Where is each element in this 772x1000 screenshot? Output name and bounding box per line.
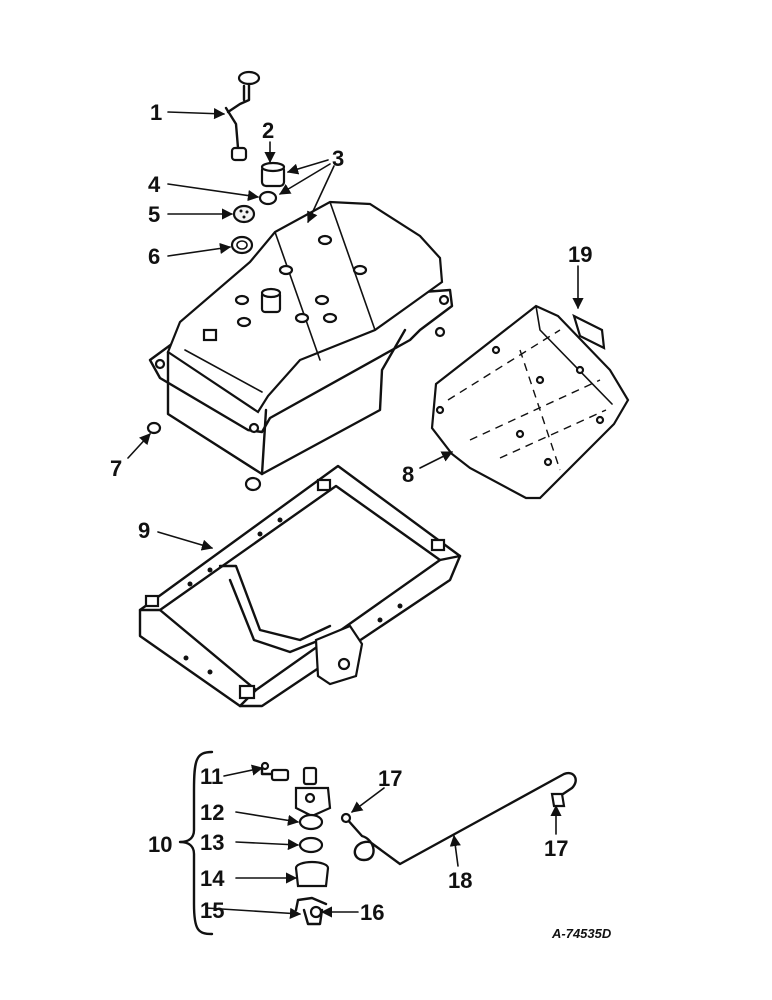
heat-shield <box>430 304 630 500</box>
elbow-fitting <box>260 761 290 782</box>
label-2: 2 <box>262 118 274 143</box>
label-9: 9 <box>138 518 150 543</box>
label-17-right: 17 <box>544 836 568 861</box>
label-14: 14 <box>200 866 225 891</box>
label-11: 11 <box>200 764 223 789</box>
label-15: 15 <box>200 898 224 923</box>
label-5: 5 <box>148 202 160 227</box>
label-7: 7 <box>110 456 122 481</box>
label-1: 1 <box>150 100 162 125</box>
label-4: 4 <box>148 172 161 197</box>
cap-gasket <box>258 190 278 206</box>
o-ring <box>298 836 324 854</box>
tank-support-frame <box>138 464 462 708</box>
sediment-bowl <box>294 860 330 888</box>
group-brace <box>178 750 214 936</box>
label-16: 16 <box>360 900 384 925</box>
label-17-left: 17 <box>378 766 402 791</box>
filter-body <box>294 766 332 818</box>
grommet <box>146 421 162 435</box>
label-8: 8 <box>402 462 414 487</box>
reference-code: A-74535D <box>551 926 612 941</box>
strainer-screen <box>232 204 256 224</box>
fuel-gauge-sender <box>224 70 261 162</box>
neck-gasket <box>230 235 254 255</box>
label-6: 6 <box>148 244 160 269</box>
grommet-lower <box>244 476 262 492</box>
label-12: 12 <box>200 800 224 825</box>
label-13: 13 <box>200 830 224 855</box>
label-10: 10 <box>148 832 172 857</box>
gasket-washer <box>298 813 324 831</box>
fuel-tank <box>148 200 454 476</box>
bail-clamp <box>294 896 328 926</box>
filler-cap <box>260 161 286 188</box>
leader-lines <box>127 108 584 919</box>
fuel-line <box>340 771 577 866</box>
label-3: 3 <box>332 146 344 171</box>
bracket-strip <box>572 313 606 350</box>
label-18: 18 <box>448 868 472 893</box>
label-19: 19 <box>568 242 592 267</box>
